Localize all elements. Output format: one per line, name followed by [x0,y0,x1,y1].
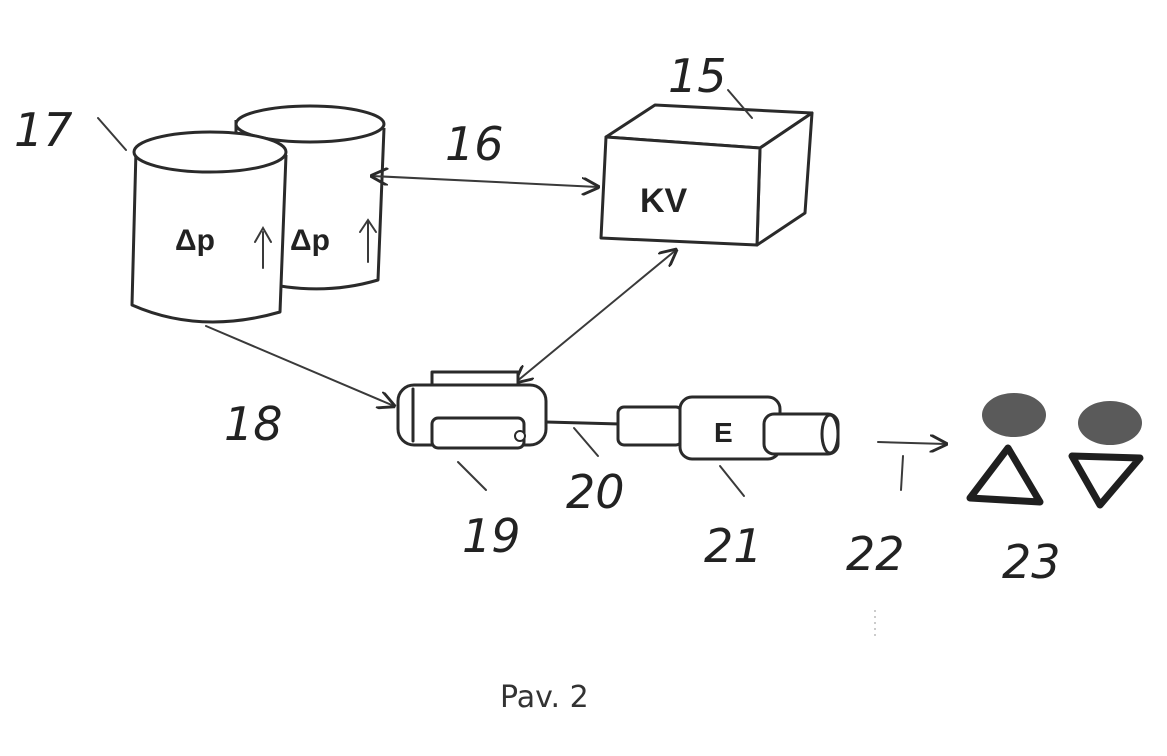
ref-label-17: 17 [14,103,73,157]
tank-back-label: Δp [290,224,330,257]
connection-18 [205,325,394,406]
leader-19 [457,461,487,491]
triangle-down-icon [1068,452,1144,509]
triangle-up-icon [966,444,1044,506]
leader-22 [900,455,904,491]
connection-16 [372,176,598,187]
leader-17 [97,117,127,151]
filled-ellipse-icon [1078,401,1142,445]
marker-group-23 [966,393,1144,509]
ref-label-16: 16 [445,117,504,171]
ref-label-21: 21 [704,519,763,573]
ref-label-15: 15 [668,49,727,103]
leader-15 [727,89,753,119]
output-arrow-22 [877,442,946,444]
emitter-unit-21: E [616,395,840,461]
ref-label-22: 22 [846,527,905,581]
ref-label-18: 18 [224,397,283,451]
ref-label-20: 20 [566,465,625,519]
connection-kv-19 [516,250,676,382]
ref-label-23: 23 [1002,535,1061,589]
e-label: E [714,417,733,448]
figure-caption: Pav. 2 [500,680,589,715]
controller-box-kv: KV [599,103,814,247]
tank-front-label: Δp [175,224,215,257]
pump-unit-19 [396,370,548,450]
up-arrow-icon [359,218,377,263]
kv-label: KV [640,182,688,220]
leader-20 [573,427,599,457]
shaft-20 [544,420,622,426]
up-arrow-icon [254,225,272,269]
leader-21 [719,465,745,497]
filled-ellipse-icon [982,393,1046,437]
ref-label-19: 19 [462,509,521,563]
pressure-tank-front: Δp [130,130,288,324]
